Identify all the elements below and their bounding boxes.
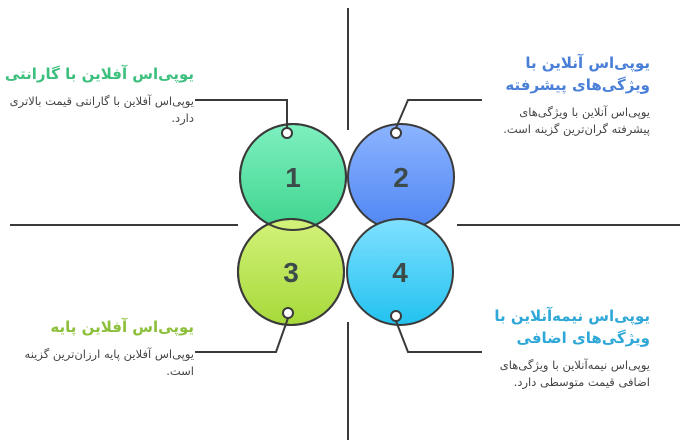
item-2: یوپی‌اس آنلاین با ویژگی‌های پیشرفته یوپی… [490,52,650,138]
number-3: 3 [283,257,299,288]
item-desc: یوپی‌اس آفلاین پایه ارزان‌ترین گزینه است… [24,347,194,378]
connector-4 [395,320,482,353]
circle-4 [346,218,454,326]
number-1: 1 [285,162,301,193]
item-desc: یوپی‌اس آفلاین با گارانتی قیمت بالاتری د… [9,94,194,125]
connector-3 [195,317,289,353]
circle-3-outline [237,218,345,326]
item-title: یوپی‌اس آفلاین با گارانتی [4,65,194,83]
item-1: یوپی‌اس آفلاین با گارانتی یوپی‌اس آفلاین… [4,63,194,127]
item-desc: یوپی‌اس نیمه‌آنلاین با ویژگی‌های اضافی ق… [499,358,650,389]
connector-1 [195,99,288,128]
item-title: یوپی‌اس نیمه‌آنلاین با ویژگی‌های اضافی [494,307,650,347]
connector-2 [395,99,482,129]
number-4: 4 [392,257,408,288]
dot-1 [281,127,293,139]
circle-1-outline [239,123,347,231]
item-title: یوپی‌اس آنلاین با ویژگی‌های پیشرفته [505,54,650,94]
item-desc: یوپی‌اس آنلاین با ویژگی‌های پیشرفته گران… [503,105,650,136]
item-4: یوپی‌اس نیمه‌آنلاین با ویژگی‌های اضافی ی… [490,305,650,391]
dot-4 [390,310,402,322]
item-title: یوپی‌اس آفلاین پایه [50,318,194,336]
dot-2 [390,127,402,139]
item-3: یوپی‌اس آفلاین پایه یوپی‌اس آفلاین پایه … [4,316,194,380]
dot-3 [282,307,294,319]
number-2: 2 [393,162,409,193]
